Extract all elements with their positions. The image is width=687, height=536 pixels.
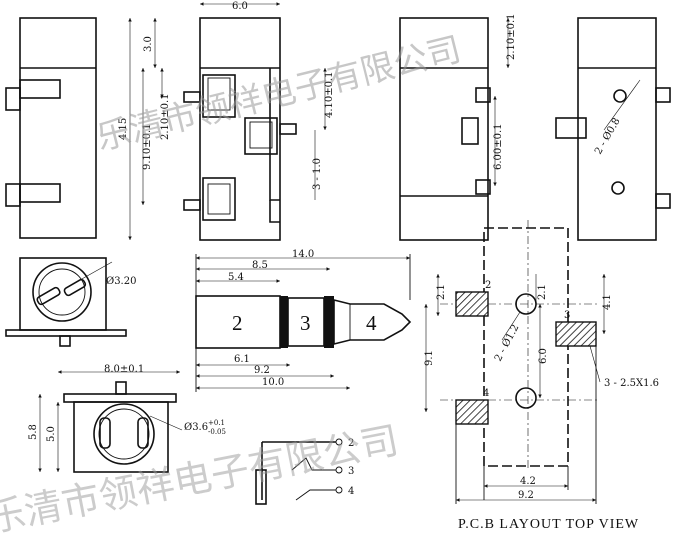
dim-4-10: 4.10±0.1 [324, 71, 335, 118]
pcb-pad-4 [455, 399, 489, 425]
dim-6-0: 6.0 [232, 1, 248, 12]
dim-9-10: 9.10±0.1 [142, 123, 153, 170]
pcb-dim-2-1-mid: 2.1 [537, 284, 548, 300]
dim-10-0: 10.0 [262, 377, 284, 388]
schematic-pin-3: 3 [348, 466, 354, 477]
schematic-pin-2: 2 [348, 438, 354, 449]
plug-section-2: 2 [232, 311, 243, 335]
dim-3-0: 3.0 [143, 36, 154, 52]
pcb-pad-label-2: 2 [485, 280, 491, 291]
pcb-dim-9-2: 9.2 [518, 490, 534, 501]
pcb-pad-label-4: 4 [483, 388, 489, 399]
dim-tol-plus: +0.1 [208, 419, 225, 427]
plug-drawing: 14.0 8.5 5.4 2 3 4 6.1 9.2 10.0 [195, 249, 412, 392]
dim-phi-3-6: Ø3.6 [184, 422, 208, 433]
pcb-dim-2-phi-1-2: 2 - Ø1.2 [493, 323, 522, 364]
watermark-lower: 乐清市领祥电子有限公司 [0, 418, 402, 536]
dim-14-15: 4.15 [118, 118, 129, 140]
pcb-dim-4-2: 4.2 [520, 476, 536, 487]
schematic: 2 3 4 [255, 438, 354, 505]
dim-3-1-0: 3 - 1.0 [312, 158, 323, 190]
pcb-title: P.C.B LAYOUT TOP VIEW [458, 517, 639, 532]
dim-6-00: 6.00±0.1 [493, 123, 504, 170]
dim-9-2: 9.2 [254, 365, 270, 376]
dim-6-1: 6.1 [234, 354, 250, 365]
front-view: Ø3.20 [5, 257, 136, 347]
top-left-main-view: 6.0 4.15 3.0 9.10±0.1 2.10±0.1 4.10±0.1 … [118, 1, 335, 241]
dim-8-0: 8.0±0.1 [104, 364, 144, 375]
pcb-dim-9-1: 9.1 [424, 350, 435, 366]
dim-14-0: 14.0 [292, 249, 314, 260]
pcb-pad-2 [455, 291, 489, 317]
top-right-view-left: 2.10±0.1 6.00±0.1 [399, 13, 517, 241]
dim-8-5: 8.5 [252, 260, 268, 271]
pcb-pad-3 [555, 321, 597, 347]
schematic-pin-4: 4 [348, 486, 354, 497]
pcb-pad-label-3: 3 [564, 310, 570, 321]
pcb-dim-6-0: 6.0 [538, 348, 549, 364]
dim-phi-3-20: Ø3.20 [106, 276, 136, 287]
dim-2-10-right: 2.10±0.1 [506, 13, 517, 60]
dim-2-phi-0-8: 2 - Ø0.8 [593, 116, 623, 156]
pcb-layout: 2 3 4 2.1 2.1 4.1 9.1 6.0 2 - Ø1.2 3 - 2… [424, 220, 659, 532]
pcb-dim-4-1: 4.1 [602, 294, 613, 310]
dim-tol-minus: -0.05 [208, 428, 226, 436]
left-side-view [5, 17, 97, 239]
dim-2-10: 2.10±0.1 [160, 93, 171, 140]
pcb-dim-2-1-left: 2.1 [436, 284, 447, 300]
dim-5-4: 5.4 [228, 272, 244, 283]
top-right-view-right: 2 - Ø0.8 [555, 17, 671, 241]
dim-5-8: 5.8 [28, 424, 39, 440]
dim-5-0: 5.0 [46, 426, 57, 442]
plug-section-4: 4 [366, 311, 377, 335]
side-view: 8.0±0.1 Ø3.6 +0.1 -0.05 5.8 5.0 [28, 364, 226, 473]
plug-section-3: 3 [300, 311, 311, 335]
pcb-dim-3-pads: 3 - 2.5X1.6 [604, 378, 659, 389]
